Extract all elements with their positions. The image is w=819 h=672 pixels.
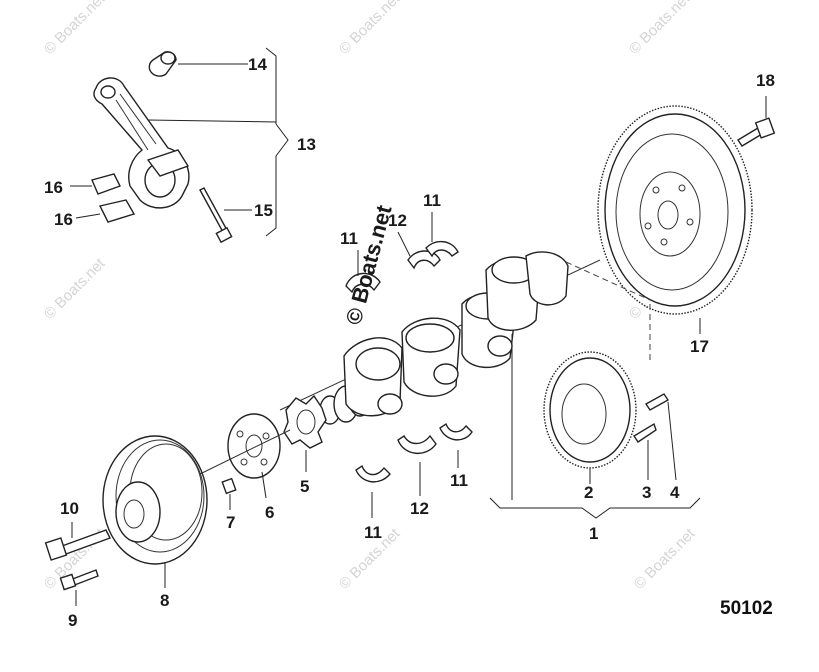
connecting-rod [93,77,190,209]
bracket-1 [489,497,701,519]
damper-bolt [44,529,111,561]
dowel-pin [644,393,670,411]
callout-17: 17 [690,337,709,356]
connecting-rod-assembly [91,51,233,244]
crank-sprocket [283,394,327,449]
callout-1: 1 [589,524,598,543]
crank-spacer [227,413,281,479]
watermark: © Boats.net [631,525,699,593]
callout-13: 13 [297,135,316,154]
leaders-rod [70,63,277,219]
callout-12-a: 12 [388,211,407,230]
callout-16-a: 16 [44,178,63,197]
main-bearing-11-top-right [425,241,459,258]
callout-16-b: 16 [54,210,73,229]
callout-9: 9 [68,611,77,630]
watermark: © Boats.net [41,255,109,323]
bracket-13 [265,47,289,237]
watermark-large: © Boats.net [341,202,397,328]
callout-2: 2 [584,483,593,502]
callouts: 1 2 3 4 5 6 7 8 9 10 11 11 11 11 12 12 1… [44,55,775,630]
watermark: © Boats.net [336,0,404,58]
diagram-code: 50102 [720,598,773,619]
main-bearing-11-bottom-right [439,422,473,441]
callout-11-b: 11 [423,191,441,210]
callout-11-d: 11 [450,471,468,490]
flexplate-bolt [633,422,657,443]
woodruff-key [221,477,237,495]
harmonic-balancer [102,435,208,565]
callout-10: 10 [60,499,79,518]
main-bearing-12-bottom [397,434,437,454]
callout-15: 15 [254,201,273,220]
crankshaft [279,251,601,425]
flywheel [597,105,753,315]
callout-4: 4 [670,483,680,502]
watermark: © Boats.net [626,0,694,58]
pulley-bolt [59,569,99,591]
rod-bearing-upper [91,173,121,195]
callout-14: 14 [248,55,267,74]
callout-5: 5 [300,477,309,496]
flywheel-bolt [737,117,776,147]
callout-18: 18 [756,71,775,90]
flexplate [543,351,637,469]
main-bearing-12-top [407,250,441,270]
leaders-flex [511,334,677,500]
callout-11-c: 11 [364,523,382,542]
callout-3: 3 [642,483,651,502]
leaders-bearings [357,212,459,518]
rod-bolt [199,187,233,244]
rod-bushing [148,51,177,77]
main-bearing-11-top [345,272,381,294]
callout-7: 7 [226,513,235,532]
leaders-front [71,429,307,606]
callout-6: 6 [265,503,274,522]
main-bearing-11-bottom [355,464,391,483]
axis-flywheel [565,261,651,301]
callout-8: 8 [160,591,169,610]
rod-bearing-lower [98,199,136,223]
watermark: © Boats.net [41,0,109,58]
callout-12-b: 12 [410,499,429,518]
callout-11-a: 11 [340,229,358,248]
